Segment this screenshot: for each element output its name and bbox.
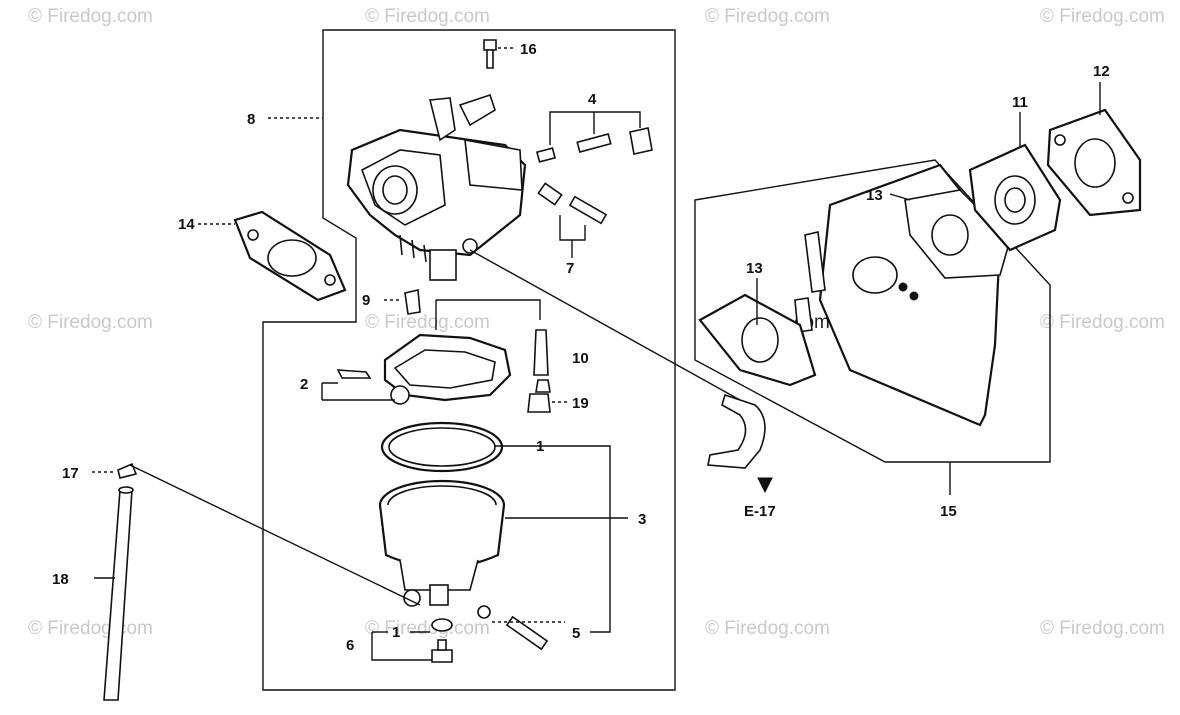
watermark: © Firedog.com	[28, 6, 153, 27]
callout-5: 5	[572, 625, 580, 642]
watermark: © Firedog.com	[705, 618, 830, 639]
watermark: © Firedog.com	[365, 6, 490, 27]
watermark: © Firedog.com	[1040, 618, 1165, 639]
float	[336, 299, 541, 405]
fuel-line	[469, 249, 766, 469]
screws-4	[535, 111, 653, 163]
callout-1-washer: 1	[392, 624, 400, 641]
jet-9	[384, 289, 421, 315]
screw-5	[477, 605, 565, 651]
gasket-13-lower	[698, 293, 817, 387]
callout-2: 2	[300, 376, 308, 393]
clip-17	[92, 462, 138, 479]
watermark: © Firedog.com	[365, 312, 490, 333]
callout-11: 11	[1012, 94, 1028, 111]
callout-3: 3	[638, 511, 646, 528]
watermark: © Firedog.com	[705, 6, 830, 27]
callouts: 8 16 4 7 14 9 10 19 2 1 3 5 1 6 17 18 12…	[52, 41, 1110, 654]
callout-17: 17	[62, 465, 79, 482]
carburetor-body	[346, 93, 527, 281]
callout-10: 10	[572, 350, 589, 367]
reference-e17: E-17	[744, 503, 776, 520]
tube-guide-line	[129, 464, 421, 606]
callout-4: 4	[588, 91, 597, 108]
float-bowl-3	[378, 479, 506, 607]
gasket-14	[233, 210, 347, 302]
screws-7	[537, 182, 608, 258]
o-ring-1	[380, 421, 504, 473]
watermark: © Firedog.com	[28, 618, 153, 639]
screw-16	[483, 39, 516, 69]
washer-1	[431, 618, 453, 632]
arrow-down-icon	[757, 477, 773, 494]
gasket-13-upper	[904, 189, 1011, 279]
watermark: © Firedog.com	[28, 312, 153, 333]
watermark: © Firedog.com	[1040, 312, 1165, 333]
callout-9: 9	[362, 292, 370, 309]
callout-18: 18	[52, 571, 69, 588]
gasket-12	[1046, 108, 1142, 217]
insulator-11	[968, 143, 1062, 252]
screw-19	[527, 393, 568, 413]
callout-7: 7	[566, 260, 574, 277]
bracket-6	[371, 632, 432, 661]
watermark: © Firedog.com	[365, 618, 490, 639]
bolt-6	[431, 639, 453, 663]
callout-12: 12	[1093, 63, 1110, 80]
watermark: © Firedog.com	[1040, 6, 1165, 27]
drain-tube-18	[103, 486, 134, 701]
callout-16: 16	[520, 41, 537, 58]
callout-15: 15	[940, 503, 957, 520]
callout-13-upper: 13	[866, 187, 883, 204]
callout-1-ring: 1	[536, 438, 544, 455]
callout-14: 14	[178, 216, 195, 233]
callout-19: 19	[572, 395, 589, 412]
bracket-1-5	[495, 445, 611, 633]
assembly-boundary	[262, 29, 676, 691]
insulator-boundary	[694, 159, 1051, 463]
leader-lines	[94, 82, 1101, 579]
callout-6: 6	[346, 637, 354, 654]
callout-13-lower: 13	[746, 260, 763, 277]
callout-8: 8	[247, 111, 255, 128]
float-valve-10	[533, 329, 551, 393]
